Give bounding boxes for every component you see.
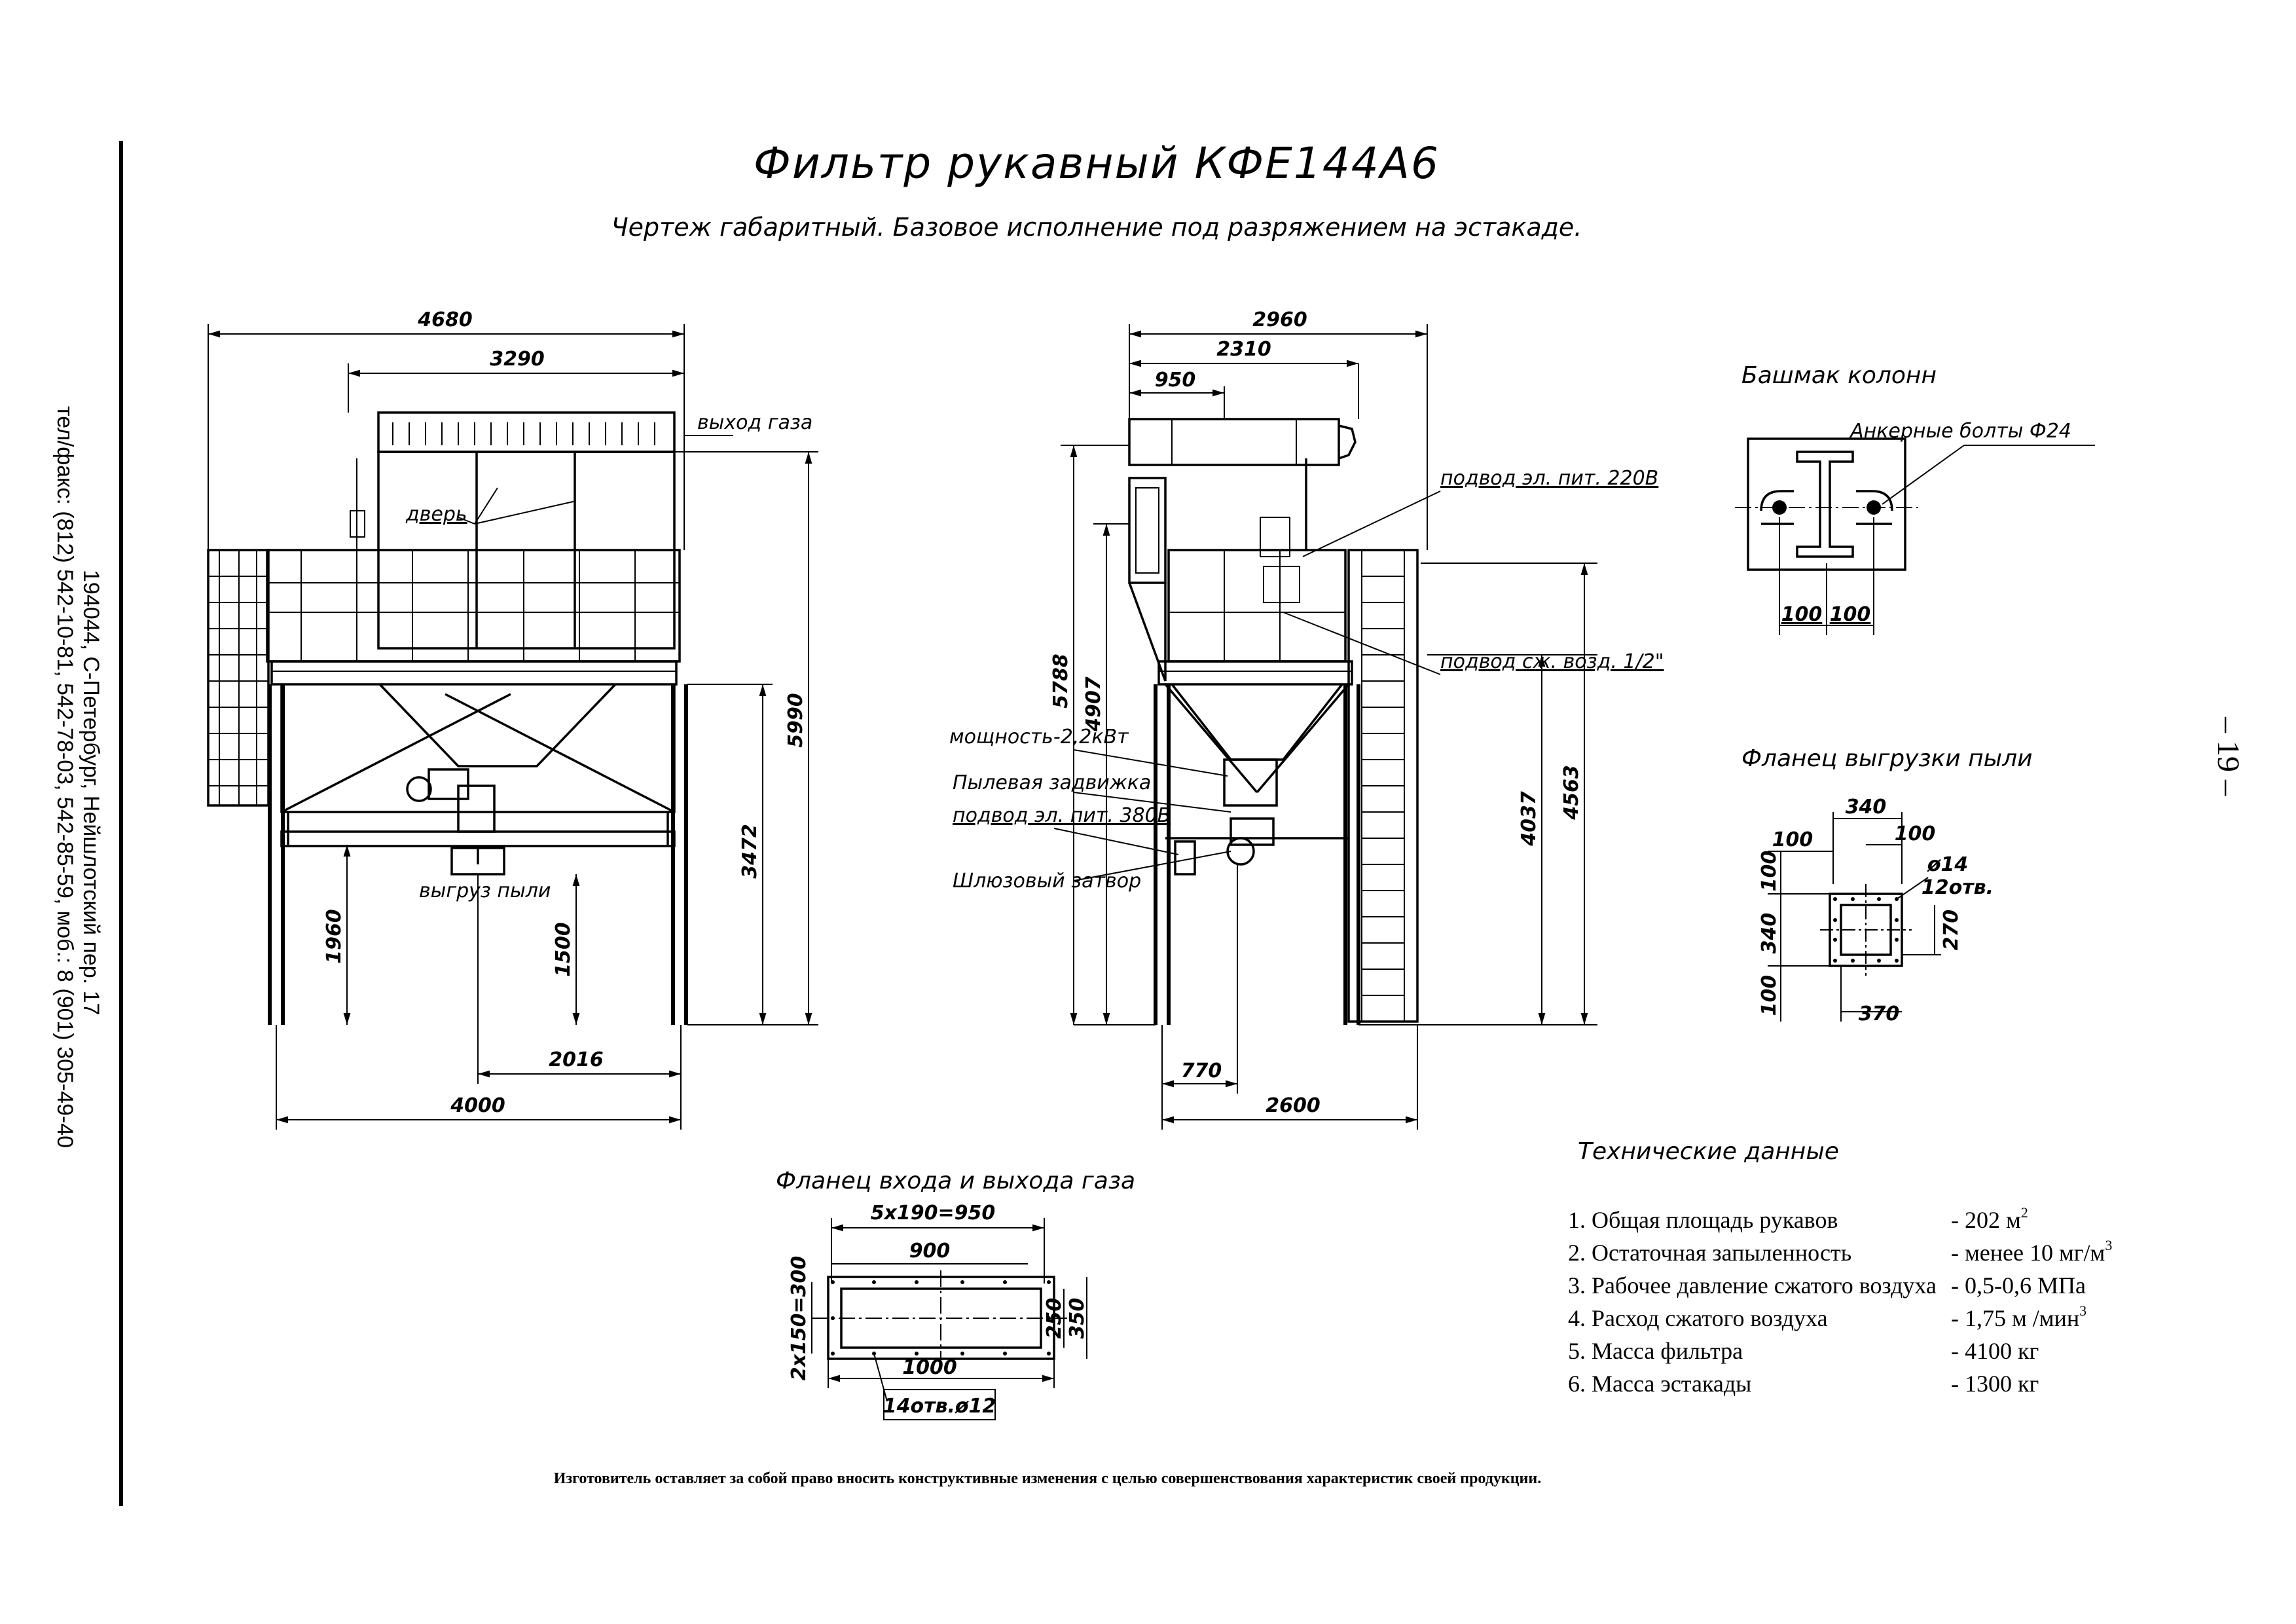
side-address: 194044, С-Петербург, Нейшлотский пер. 17 [79, 570, 103, 1015]
dust-flange-title: Фланец выгрузки пыли [1741, 745, 2033, 772]
tech-data: Технические данные 1. Общая площадь рука… [1568, 1138, 2112, 1397]
dim-side-4907: 4907 [1082, 676, 1105, 732]
dim-side-2600: 2600 [1266, 1094, 1321, 1117]
gas-dim-900: 900 [909, 1240, 951, 1263]
dim-front-3472: 3472 [738, 824, 761, 879]
footer-note: Изготовитель оставляет за собой право вн… [554, 1470, 1541, 1487]
dim-front-1500: 1500 [552, 922, 575, 977]
anchor-bolt-left [1772, 500, 1787, 515]
dust-dim-100-side: 100 [1758, 851, 1781, 892]
gas-dim-350: 350 [1066, 1298, 1089, 1339]
label-door: дверь [405, 503, 467, 526]
dust-dim-340-top: 340 [1846, 796, 1887, 819]
dust-dim-100-top: 100 [1895, 822, 1936, 845]
dim-side-2960: 2960 [1252, 308, 1307, 331]
label-power-220: подвод эл. пит. 220В [1440, 467, 1658, 490]
tech-data-title: Технические данные [1578, 1138, 1839, 1165]
dust-dim-340-side: 340 [1758, 913, 1781, 954]
dim-side-4037: 4037 [1518, 791, 1540, 847]
dust-dim-270: 270 [1940, 910, 1963, 951]
tech-row-4-value: - 1,75 м /мин3 [1951, 1302, 2086, 1331]
column-shoe-detail: Башмак колонн Анкерные болты Ф24 100 100 [1735, 362, 2095, 635]
dust-dim-100-bottom: 100 [1758, 975, 1781, 1016]
tech-row-5-name: 5. Масса фильтра [1568, 1338, 1743, 1364]
gas-flange-title: Фланец входа и выхода газа [776, 1168, 1135, 1194]
tech-row-6-value: - 1300 кг [1951, 1371, 2039, 1397]
dust-dim-100-left: 100 [1772, 828, 1813, 851]
label-power-kw: мощность-2,2кВт [949, 726, 1129, 748]
label-dust-outlet: выгруз пыли [419, 879, 551, 902]
dim-side-2310: 2310 [1216, 338, 1271, 361]
dim-front-4000: 4000 [450, 1094, 505, 1117]
drawing-subtitle: Чертеж габаритный. Базовое исполнение по… [611, 213, 1582, 242]
dim-front-4680: 4680 [417, 308, 473, 331]
dim-side-950: 950 [1155, 369, 1196, 392]
gas-dim-left: 2x150=300 [788, 1256, 811, 1381]
tech-row-4-name: 4. Расход сжатого воздуха [1568, 1305, 1828, 1331]
label-power-220-text: подвод эл. пит. 220В [1440, 467, 1658, 490]
dim-side-5788: 5788 [1049, 654, 1072, 709]
label-gas-outlet: выход газа [697, 411, 812, 434]
side-view: 2960 2310 950 [949, 308, 1664, 1130]
tech-row-1-name: 1. Общая площадь рукавов [1568, 1207, 1838, 1233]
dim-side-4563: 4563 [1560, 765, 1583, 821]
page-number: – 19 – [2211, 716, 2246, 796]
tech-row-5-value: - 4100 кг [1951, 1338, 2039, 1364]
drawing-title: Фильтр рукавный КФЕ144А6 [754, 138, 1440, 189]
dust-flange-detail: Фланец выгрузки пыли 340 100 100 ø14 12о… [1741, 745, 2033, 1025]
tech-row-3-name: 3. Рабочее давление сжатого воздуха [1568, 1272, 1937, 1299]
front-view: 4680 3290 дверь выход газа [207, 308, 818, 1130]
dust-holes-count: 12отв. [1922, 876, 1994, 899]
anchor-bolts-label: Анкерные болты Ф24 [1849, 420, 2071, 443]
label-dust-valve: Пылевая задвижка [953, 771, 1151, 794]
column-shoe-title: Башмак колонн [1741, 362, 1937, 389]
dust-dim-370: 370 [1859, 1003, 1900, 1025]
shoe-dim-a: 100 [1781, 603, 1823, 626]
dim-front-5990: 5990 [784, 693, 807, 748]
dim-front-2016: 2016 [549, 1048, 604, 1071]
gas-flange-detail: Фланец входа и выхода газа 5x190=950 900… [776, 1168, 1135, 1420]
tech-row-2-name: 2. Остаточная запыленность [1568, 1240, 1851, 1266]
dim-front-3290: 3290 [490, 348, 545, 371]
label-power-380: подвод эл. пит. 380В [953, 804, 1171, 827]
dim-side-770: 770 [1181, 1060, 1222, 1082]
gas-dim-250: 250 [1043, 1298, 1066, 1339]
anchor-bolts-label-text: Анкерные болты Ф24 [1849, 420, 2071, 443]
tech-row-6-name: 6. Масса эстакады [1568, 1371, 1751, 1397]
tech-row-1-value: - 202 м2 [1951, 1204, 2028, 1233]
tech-row-3-value: - 0,5-0,6 МПа [1951, 1272, 2086, 1299]
side-phones: тел/факс: (812) 542-10-81, 542-78-03, 54… [52, 406, 77, 1148]
label-air-supply: подвод сж. возд. 1/2" [1440, 650, 1664, 673]
gas-dim-top: 5x190=950 [871, 1202, 996, 1225]
side-address-block: 194044, С-Петербург, Нейшлотский пер. 17… [52, 406, 103, 1148]
shoe-dim-b: 100 [1830, 603, 1871, 626]
tech-row-2-value: - менее 10 мг/м3 [1951, 1237, 2112, 1266]
gas-dim-1000: 1000 [902, 1356, 957, 1379]
dust-holes: ø14 [1927, 853, 1968, 876]
gas-holes: 14отв.ø12 [883, 1395, 996, 1418]
dim-front-1960: 1960 [323, 909, 346, 964]
